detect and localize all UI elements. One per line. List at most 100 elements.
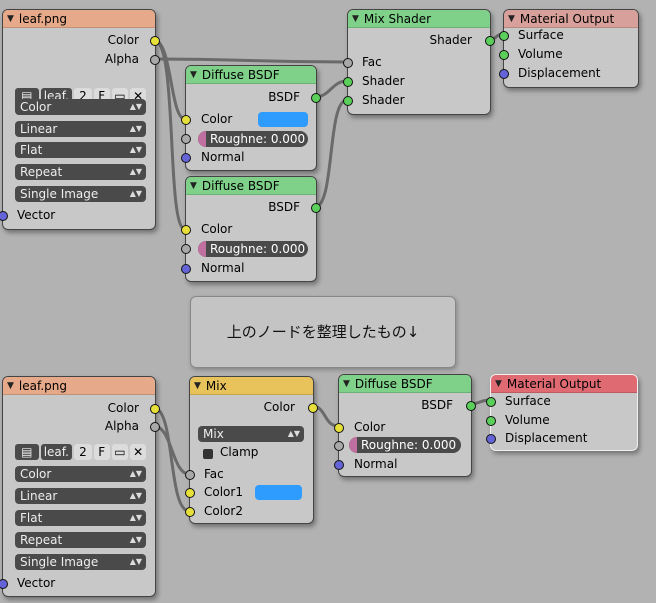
unlink-x-icon[interactable]: ✕ bbox=[130, 444, 146, 460]
blend-type-dropdown[interactable]: Mix▲▼ bbox=[198, 426, 304, 442]
roughness-slider[interactable]: Roughne: 0.000 bbox=[198, 131, 308, 147]
material-output-node[interactable]: ▼ Material Output Surface Volume Displac… bbox=[499, 9, 639, 88]
dropdown-arrows-icon: ▲▼ bbox=[129, 513, 142, 522]
link-b-alpha-to-fac bbox=[152, 424, 191, 476]
link-color-to-diffuse1-color bbox=[152, 38, 187, 121]
collapse-triangle-icon[interactable]: ▼ bbox=[7, 13, 14, 24]
node-header[interactable]: ▼ Diffuse BSDF bbox=[186, 66, 316, 84]
mix-rgb-node[interactable]: ▼ Mix Color Mix▲▼ Clamp Fac Color1 Color… bbox=[185, 376, 318, 524]
input-normal-socket[interactable] bbox=[181, 264, 191, 274]
node-header[interactable]: ▼ Diffuse BSDF bbox=[339, 375, 471, 393]
input-normal-label: Normal bbox=[201, 150, 245, 164]
input-displacement-socket[interactable] bbox=[486, 434, 496, 444]
output-bsdf-socket[interactable] bbox=[311, 203, 321, 213]
node-header[interactable]: ▼ Mix bbox=[190, 377, 313, 395]
image-texture-node[interactable]: ▼ leaf.png Color Alpha ▤ leaf. 2 F ▭ ✕ C… bbox=[0, 9, 160, 230]
diffuse-bsdf-node-2[interactable]: ▼ Diffuse BSDF BSDF Color Roughne: 0.000… bbox=[181, 176, 321, 282]
note-frame[interactable]: 上のノードを整理したもの↓ bbox=[190, 296, 456, 368]
input-color-socket[interactable] bbox=[334, 423, 344, 433]
node-header[interactable]: ▼ leaf.png bbox=[3, 377, 155, 395]
interpolation-dropdown[interactable]: Linear▲▼ bbox=[15, 121, 146, 137]
fake-user-button[interactable]: F bbox=[93, 444, 110, 460]
input-roughness-socket[interactable] bbox=[181, 244, 191, 254]
source-dropdown[interactable]: Single Image▲▼ bbox=[15, 186, 146, 202]
collapse-triangle-icon[interactable]: ▼ bbox=[7, 380, 14, 391]
node-header[interactable]: ▼ Material Output bbox=[491, 375, 637, 393]
input-color-socket[interactable] bbox=[181, 115, 191, 125]
node-header[interactable]: ▼ Diffuse BSDF bbox=[186, 177, 316, 195]
input-normal-label: Normal bbox=[354, 457, 398, 471]
collapse-triangle-icon[interactable]: ▼ bbox=[508, 13, 515, 24]
diffuse-bsdf-node-1[interactable]: ▼ Diffuse BSDF BSDF Color Roughne: 0.000… bbox=[181, 65, 321, 171]
open-folder-icon[interactable]: ▭ bbox=[111, 444, 129, 460]
input-vector-socket[interactable] bbox=[0, 579, 8, 589]
color-space-dropdown[interactable]: Color▲▼ bbox=[15, 466, 146, 482]
input-color1-label: Color1 bbox=[204, 485, 243, 499]
slider-fill bbox=[198, 241, 206, 257]
link-color-to-diffuse2-color bbox=[152, 38, 187, 231]
image-users-count[interactable]: 2 bbox=[74, 444, 92, 460]
input-displacement-socket[interactable] bbox=[499, 69, 509, 79]
input-surface-socket[interactable] bbox=[486, 397, 496, 407]
node-header[interactable]: ▼ leaf.png bbox=[3, 10, 155, 28]
collapse-triangle-icon[interactable]: ▼ bbox=[343, 378, 350, 389]
collapse-triangle-icon[interactable]: ▼ bbox=[194, 380, 201, 391]
output-alpha-label: Alpha bbox=[104, 52, 139, 66]
input-roughness-socket[interactable] bbox=[181, 134, 191, 144]
input-surface-socket[interactable] bbox=[499, 31, 509, 41]
input-vector-socket[interactable] bbox=[0, 211, 8, 221]
collapse-triangle-icon[interactable]: ▼ bbox=[190, 180, 197, 191]
node-header[interactable]: ▼ Mix Shader bbox=[348, 10, 490, 28]
input-shader2-socket[interactable] bbox=[343, 96, 353, 106]
output-shader-socket[interactable] bbox=[485, 36, 495, 46]
output-bsdf-socket[interactable] bbox=[466, 401, 476, 411]
input-volume-socket[interactable] bbox=[499, 50, 509, 60]
image-name-field[interactable]: leaf. bbox=[40, 444, 73, 460]
diffuse-bsdf-node-bottom[interactable]: ▼ Diffuse BSDF BSDF Color Roughne: 0.000… bbox=[334, 374, 476, 477]
input-roughness-socket[interactable] bbox=[334, 441, 344, 451]
color-space-dropdown[interactable]: Color▲▼ bbox=[15, 99, 146, 115]
output-alpha-label: Alpha bbox=[104, 419, 139, 433]
input-color-socket[interactable] bbox=[181, 225, 191, 235]
output-color-socket[interactable] bbox=[150, 404, 160, 414]
node-title: Material Output bbox=[506, 376, 602, 391]
node-header[interactable]: ▼ Material Output bbox=[504, 10, 638, 28]
clamp-label: Clamp bbox=[220, 445, 259, 459]
input-shader1-socket[interactable] bbox=[343, 77, 353, 87]
input-color1-socket[interactable] bbox=[185, 488, 195, 498]
output-alpha-socket[interactable] bbox=[150, 422, 160, 432]
input-color2-socket[interactable] bbox=[185, 507, 195, 517]
collapse-triangle-icon[interactable]: ▼ bbox=[352, 13, 359, 24]
roughness-slider[interactable]: Roughne: 0.000 bbox=[349, 437, 461, 453]
input-fac-socket[interactable] bbox=[185, 470, 195, 480]
output-color-socket[interactable] bbox=[150, 36, 160, 46]
input-volume-socket[interactable] bbox=[486, 416, 496, 426]
input-normal-socket[interactable] bbox=[181, 153, 191, 163]
output-alpha-socket[interactable] bbox=[150, 55, 160, 65]
output-bsdf-socket[interactable] bbox=[311, 93, 321, 103]
extension-dropdown[interactable]: Repeat▲▼ bbox=[15, 532, 146, 548]
mix-shader-node[interactable]: ▼ Mix Shader Shader Fac Shader Shader bbox=[343, 9, 495, 115]
roughness-slider[interactable]: Roughne: 0.000 bbox=[198, 241, 308, 257]
output-color-socket[interactable] bbox=[308, 403, 318, 413]
image-texture-node-bottom[interactable]: ▼ leaf.png Color Alpha ▤ leaf. 2 F ▭ ✕ C… bbox=[0, 376, 160, 597]
projection-dropdown[interactable]: Flat▲▼ bbox=[15, 510, 146, 526]
image-browse-icon[interactable]: ▤ bbox=[15, 444, 39, 460]
clamp-checkbox[interactable] bbox=[203, 449, 213, 459]
source-dropdown[interactable]: Single Image▲▼ bbox=[15, 554, 146, 570]
node-title: Diffuse BSDF bbox=[201, 178, 280, 193]
input-vector-label: Vector bbox=[17, 576, 56, 590]
extension-dropdown[interactable]: Repeat▲▼ bbox=[15, 164, 146, 180]
collapse-triangle-icon[interactable]: ▼ bbox=[495, 378, 502, 389]
interpolation-dropdown[interactable]: Linear▲▼ bbox=[15, 488, 146, 504]
material-output-node-bottom[interactable]: ▼ Material Output Surface Volume Displac… bbox=[486, 374, 638, 451]
color1-swatch[interactable] bbox=[255, 485, 302, 500]
collapse-triangle-icon[interactable]: ▼ bbox=[190, 69, 197, 80]
projection-dropdown[interactable]: Flat▲▼ bbox=[15, 142, 146, 158]
input-fac-socket[interactable] bbox=[343, 58, 353, 68]
image-selector[interactable]: ▤ leaf. 2 F ▭ ✕ bbox=[15, 444, 146, 460]
dropdown-arrows-icon: ▲▼ bbox=[129, 535, 142, 544]
color-swatch[interactable] bbox=[258, 112, 308, 127]
input-normal-socket[interactable] bbox=[334, 460, 344, 470]
